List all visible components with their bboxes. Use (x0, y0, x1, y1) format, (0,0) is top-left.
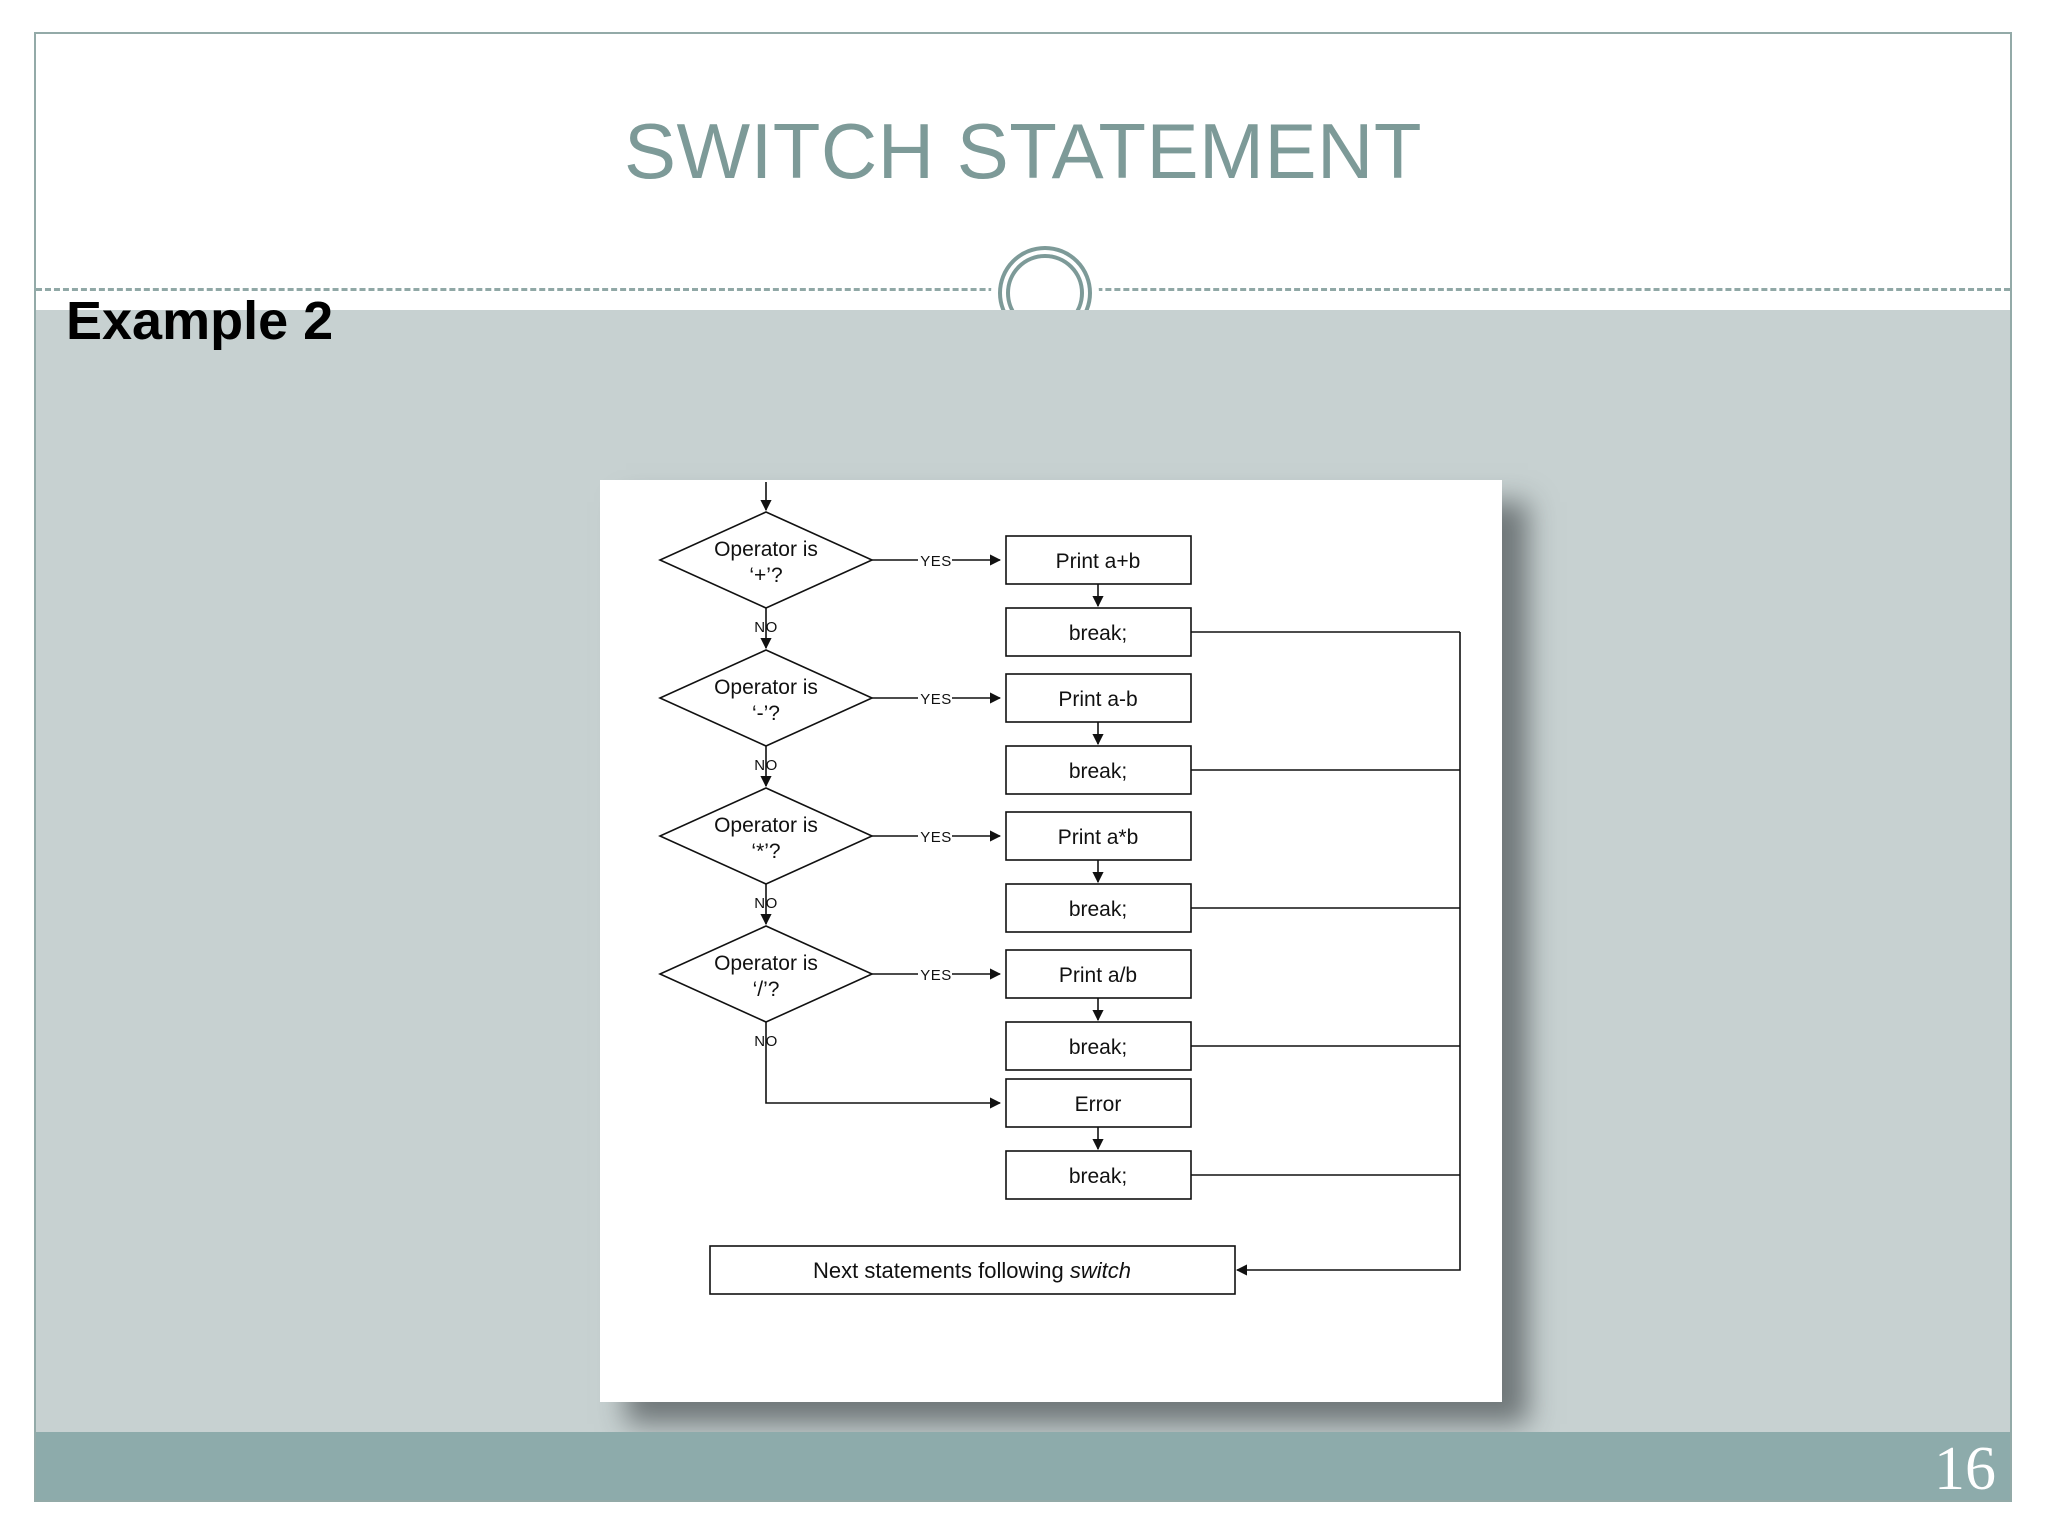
no-path-to-error (765, 1022, 1002, 1109)
return-bus-line (1235, 632, 1461, 1276)
error-box (1005, 1078, 1192, 1128)
action-text-3: Print a*b (1058, 826, 1139, 849)
no-label-1: NO (754, 619, 778, 636)
break-box-1 (1005, 607, 1192, 657)
no-label-3: NO (754, 895, 778, 912)
action-text-1: Print a+b (1056, 550, 1141, 573)
decision-text-1-line2: ‘+’? (749, 564, 782, 587)
action-box-2 (1005, 673, 1192, 723)
action-text-4: Print a/b (1059, 964, 1137, 987)
yes-label-2: YES (920, 691, 952, 708)
no-label-2: NO (754, 757, 778, 774)
decision-text-4-line1: Operator is (714, 952, 818, 975)
exit-box-text: Next statements following switch (813, 1258, 1131, 1283)
decision-text-1-line1: Operator is (714, 538, 818, 561)
decision-text-3-line2: ‘*’? (751, 840, 780, 863)
break-box-3 (1005, 883, 1192, 933)
break-text-2: break; (1069, 760, 1127, 783)
break-text-4: break; (1069, 1036, 1127, 1059)
yes-label-4: YES (920, 967, 952, 984)
exit-box-text-normal: Next statements following (813, 1258, 1070, 1283)
break-text-3: break; (1069, 898, 1127, 921)
error-text: Error (1075, 1093, 1122, 1116)
break-text-default: break; (1069, 1165, 1127, 1188)
action-box-4 (1005, 949, 1192, 999)
yes-label-1: YES (920, 553, 952, 570)
decision-text-3-line1: Operator is (714, 814, 818, 837)
action-text-2: Print a-b (1058, 688, 1137, 711)
break-box-4 (1005, 1021, 1192, 1071)
no-label-4: NO (754, 1033, 778, 1050)
flowchart-diagram: Operator is ‘+’? YES NO Print a+b break;… (658, 482, 1461, 1295)
break-text-1: break; (1069, 622, 1127, 645)
decision-text-4-line2: ‘/’? (753, 978, 780, 1001)
decision-text-2-line2: ‘-’? (752, 702, 780, 725)
example-heading: Example 2 (66, 291, 334, 351)
footer-bar: 16 (36, 1432, 2010, 1502)
page-title: SWITCH STATEMENT (623, 107, 1423, 195)
page-number: 16 (1934, 1435, 1996, 1502)
decision-text-2-line1: Operator is (714, 676, 818, 699)
yes-label-3: YES (920, 829, 952, 846)
exit-box (709, 1245, 1236, 1295)
break-box-default (1005, 1150, 1192, 1200)
slide: SWITCH STATEMENT Example 2 (34, 32, 2012, 1502)
flowchart-image-panel: Operator is ‘+’? YES NO Print a+b break;… (600, 480, 1502, 1402)
exit-box-text-italic: switch (1070, 1258, 1131, 1283)
